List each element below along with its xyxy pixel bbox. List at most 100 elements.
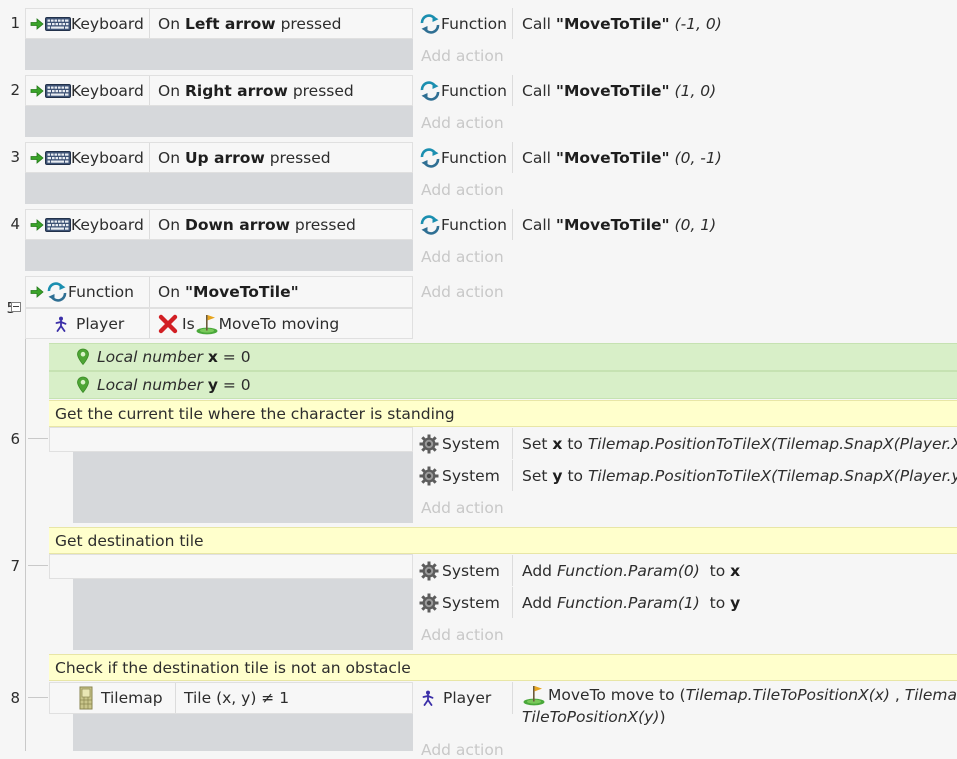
local-variable-icon	[76, 376, 90, 394]
action-category: Function	[441, 14, 507, 33]
action-args: (-1, 0)	[674, 14, 722, 33]
local-variable-name: y	[207, 376, 218, 394]
action-to: to	[567, 466, 583, 485]
condition-on: On	[158, 215, 181, 234]
condition-text: Tile (x, y) ≠ 1	[184, 689, 290, 707]
local-variable-label: Local number	[97, 376, 203, 394]
action-add: Add	[522, 593, 553, 612]
action-row[interactable]: System Add Function.Param(1) to y	[413, 587, 740, 618]
empty-condition-row[interactable]	[49, 554, 413, 579]
add-action-link[interactable]: Add action	[421, 499, 504, 517]
event-number: 3	[10, 148, 20, 166]
comment-destination-tile[interactable]: Get destination tile	[49, 527, 957, 554]
action-to: to	[709, 561, 726, 580]
moveto-behavior-icon	[522, 684, 546, 706]
condition-pressed: pressed	[294, 215, 356, 234]
local-variable-eq: =	[222, 376, 236, 394]
condition-row-function[interactable]: Function On "MoveToTile"	[25, 276, 413, 308]
condition-category: Keyboard	[71, 148, 144, 167]
action-call: Call	[522, 14, 551, 33]
system-gear-icon	[419, 593, 439, 613]
empty-condition-row[interactable]	[49, 427, 413, 452]
action-row[interactable]: Function Call "MoveToTile" (1, 0)	[413, 75, 716, 106]
trigger-arrow-icon	[30, 18, 44, 30]
condition-row[interactable]: Keyboard On Down arrow pressed	[25, 209, 413, 240]
condition-category: Player	[76, 314, 125, 333]
condition-row-tilemap[interactable]: Tilemap Tile (x, y) ≠ 1	[49, 682, 413, 714]
condition-row[interactable]: Keyboard On Right arrow pressed	[25, 75, 413, 106]
local-variable-value: 0	[240, 348, 251, 366]
add-action-link[interactable]: Add action	[421, 114, 504, 132]
action-category-cell[interactable]: Player	[413, 682, 513, 714]
action-to: to	[567, 434, 583, 453]
add-action-link[interactable]: Add action	[421, 626, 504, 644]
action-category: Function	[441, 81, 507, 100]
function-icon	[46, 282, 68, 302]
collapse-toggle[interactable]	[11, 302, 21, 312]
keyboard-icon	[45, 16, 71, 32]
action-row[interactable]: Function Call "MoveToTile" (0, 1)	[413, 209, 716, 240]
conditions-fill	[73, 579, 413, 650]
local-variable-x[interactable]: Local number x = 0	[49, 343, 957, 371]
local-variable-y[interactable]: Local number y = 0	[49, 371, 957, 399]
action-call: Call	[522, 215, 551, 234]
action-prefix: MoveTo move to (	[548, 686, 686, 704]
event-number: 7	[10, 557, 20, 575]
action-args: (1, 0)	[674, 81, 717, 100]
condition-on: On	[158, 81, 181, 100]
condition-key: Right arrow	[184, 81, 288, 100]
system-gear-icon	[419, 434, 439, 454]
action-row[interactable]: System Add Function.Param(0) to x	[413, 555, 740, 586]
trigger-arrow-icon	[30, 219, 44, 231]
action-set: Set	[522, 466, 548, 485]
conditions-fill	[73, 714, 413, 751]
add-action-link[interactable]: Add action	[421, 283, 504, 301]
action-category: Function	[441, 148, 507, 167]
action-call: Call	[522, 81, 551, 100]
action-args: (0, 1)	[674, 215, 717, 234]
action-func: "MoveToTile"	[555, 14, 670, 33]
comment-obstacle-check[interactable]: Check if the destination tile is not an …	[49, 654, 957, 681]
action-add: Add	[522, 561, 553, 580]
keyboard-icon	[45, 217, 71, 233]
condition-pressed: pressed	[269, 148, 331, 167]
action-separator: ,	[889, 686, 905, 704]
event-number: 2	[10, 81, 20, 99]
add-action-link[interactable]: Add action	[421, 181, 504, 199]
action-row[interactable]: Function Call "MoveToTile" (-1, 0)	[413, 8, 722, 39]
action-expression: Function.Param(0)	[556, 561, 700, 580]
trigger-arrow-icon	[30, 286, 44, 298]
moveto-behavior-icon	[195, 313, 219, 335]
condition-row[interactable]: Keyboard On Up arrow pressed	[25, 142, 413, 173]
action-arg-2-end: TileToPositionX(y)	[522, 708, 660, 726]
local-variable-value: 0	[240, 376, 251, 394]
action-category: System	[442, 466, 500, 485]
condition-category: Keyboard	[71, 215, 144, 234]
comment-current-tile[interactable]: Get the current tile where the character…	[49, 400, 957, 427]
condition-row-player[interactable]: Player Is MoveTo moving	[25, 308, 413, 339]
inverted-condition-icon	[158, 314, 178, 334]
event-number: 8	[10, 689, 20, 707]
keyboard-icon	[45, 150, 71, 166]
action-row[interactable]: System Set y to Tilemap.PositionToTileX(…	[413, 460, 957, 491]
action-expression: Tilemap.PositionToTileX(Tilemap.SnapX(Pl…	[587, 434, 957, 453]
trigger-arrow-icon	[30, 85, 44, 97]
condition-key: Up arrow	[184, 148, 265, 167]
action-row[interactable]: Function Call "MoveToTile" (0, -1)	[413, 142, 722, 173]
event-number: 4	[10, 215, 20, 233]
condition-func-name: "MoveToTile"	[184, 283, 299, 301]
add-action-link[interactable]: Add action	[421, 47, 504, 65]
action-text[interactable]: MoveTo move to (Tilemap.TileToPositionX(…	[522, 684, 957, 728]
system-gear-icon	[419, 561, 439, 581]
function-icon	[419, 81, 441, 101]
action-expression: Tilemap.PositionToTileX(Tilemap.SnapX(Pl…	[587, 466, 957, 485]
action-row[interactable]: System Set x to Tilemap.PositionToTileX(…	[413, 428, 957, 459]
condition-row[interactable]: Keyboard On Left arrow pressed	[25, 8, 413, 39]
action-func: "MoveToTile"	[555, 81, 670, 100]
action-set: Set	[522, 434, 548, 453]
tree-line	[28, 438, 48, 439]
condition-category: Keyboard	[71, 81, 144, 100]
add-action-link[interactable]: Add action	[421, 741, 504, 759]
add-action-link[interactable]: Add action	[421, 248, 504, 266]
action-category: System	[442, 593, 500, 612]
